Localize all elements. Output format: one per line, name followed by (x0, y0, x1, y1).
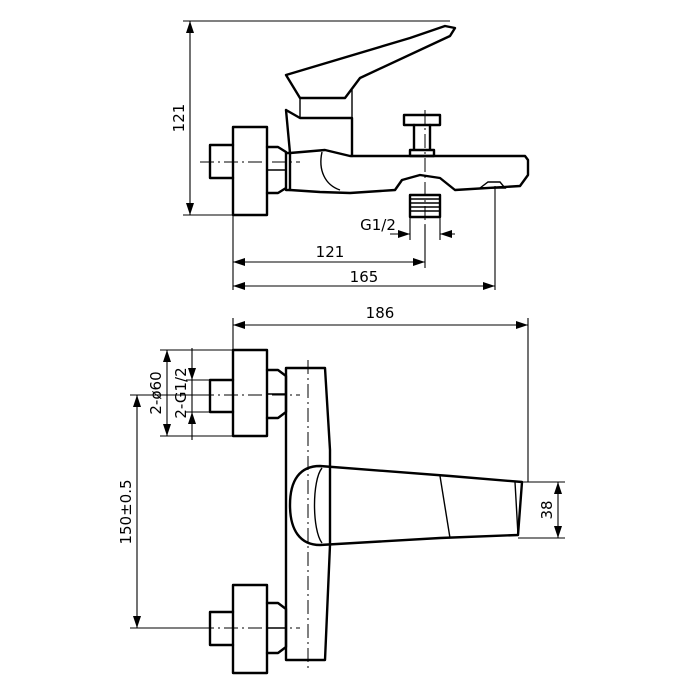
dim-height-label: 121 (170, 104, 188, 133)
dim-line-height (183, 20, 450, 216)
dim-inlet-thread-label: 2-G1/2 (172, 367, 190, 418)
dim-line-width (232, 318, 529, 482)
front-lower-flange (231, 583, 269, 675)
dim-spout-height-label: 38 (538, 500, 556, 519)
dim-width-label: 186 (366, 304, 395, 322)
front-upper-flange (231, 348, 269, 438)
dim-line-reach (232, 215, 426, 290)
side-view: 121 G1/2 121 165 (170, 20, 530, 290)
dim-flange-label: 2-ø60 (147, 371, 165, 414)
dim-line-flange (160, 349, 233, 437)
side-diverter-knob (402, 113, 442, 127)
side-body (288, 148, 530, 195)
side-lever-handle (284, 24, 457, 100)
front-view: 186 2-ø60 2-G1/2 150±0.5 38 (117, 304, 565, 675)
front-lower-inlet-pipe (208, 610, 235, 647)
dim-line-length (233, 186, 496, 290)
dim-line-centers (130, 394, 200, 629)
side-handle-base (284, 108, 354, 158)
front-upper-inlet-pipe (208, 378, 235, 414)
dim-line-thread (390, 217, 455, 240)
side-inlet-pipe (208, 143, 235, 180)
dim-centers-label: 150±0.5 (117, 479, 135, 544)
dim-reach-label: 121 (316, 243, 345, 261)
dim-line-inlet-thread (186, 348, 210, 440)
dim-length-label: 165 (350, 268, 379, 286)
dim-thread-label: G1/2 (360, 216, 396, 234)
front-spout (288, 464, 524, 547)
side-flange (231, 125, 269, 217)
